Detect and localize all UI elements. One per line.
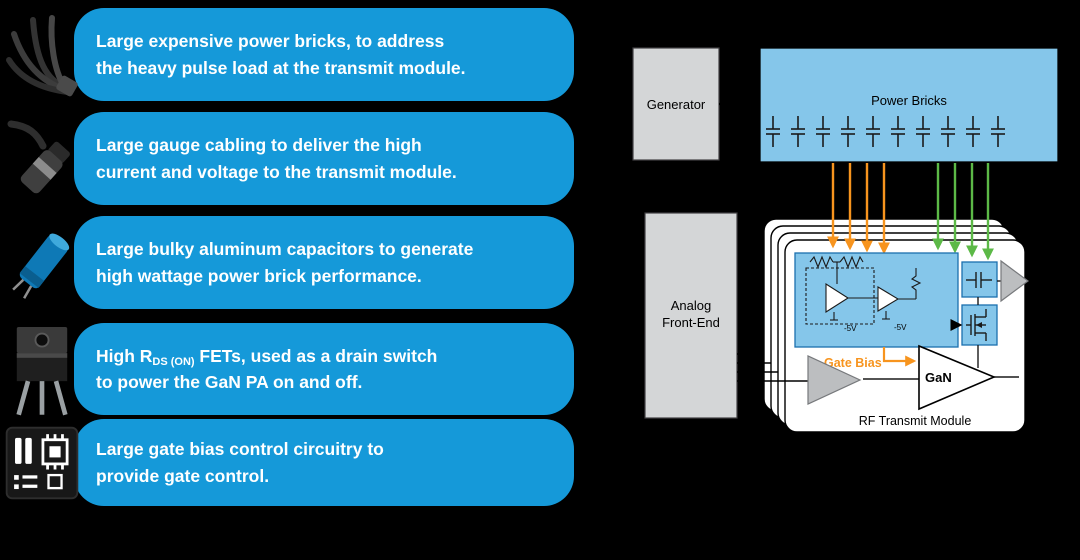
decoupling-cap-box (961, 261, 998, 298)
callout-text-line: the heavy pulse load at the transmit mod… (96, 57, 466, 78)
callout-bubble: Large expensive power bricks, to address… (74, 8, 574, 101)
callout-text-line: Large gate bias control circuitry to (96, 439, 384, 460)
generator-box: Generator (632, 47, 720, 161)
callout-text-line: provide gate control. (96, 465, 270, 486)
callout-text-line: Large bulky aluminum capacitors to gener… (96, 239, 474, 260)
power-bricks-label: Power Bricks (871, 93, 947, 108)
subscript-text: DS (ON) (152, 355, 195, 368)
callout-gate-bias: Large gate bias control circuitry to pro… (0, 419, 574, 506)
gate-bias-arrow (882, 347, 917, 367)
orange-supply-arrows (827, 163, 890, 255)
callout-text-line: current and voltage to the transmit modu… (96, 161, 457, 182)
power-bricks-box: Power Bricks (759, 47, 1059, 163)
callout-text-line: Large gauge cabling to deliver the high (96, 135, 422, 156)
generator-label: Generator (647, 97, 706, 112)
drain-switch-fet-box (950, 304, 998, 346)
gan-label: GaN (925, 370, 952, 385)
cable-icon (0, 116, 84, 202)
callout-bubble: Large bulky aluminum capacitors to gener… (74, 216, 574, 309)
output-amp-triangle (1000, 259, 1030, 303)
afe-label-line2: Front-End (662, 315, 720, 330)
callout-text-line: to power the GaN PA on and off. (96, 372, 363, 392)
callout-bubble: Large gate bias control circuitry to pro… (74, 419, 574, 506)
callout-capacitors: Large bulky aluminum capacitors to gener… (0, 216, 574, 309)
callout-bubble: Large gauge cabling to deliver the high … (74, 112, 574, 205)
capacitor-icon (0, 220, 84, 306)
callout-power-bricks: Large expensive power bricks, to address… (0, 8, 574, 101)
callout-text-line: Large expensive power bricks, to address (96, 31, 445, 52)
bias-circuit-schematic (805, 255, 922, 325)
circuit-board-icon (0, 422, 84, 504)
gan-pa: GaN (918, 344, 997, 411)
driver-amp-triangle (807, 355, 862, 405)
gate-bias-label: Gate Bias (824, 356, 882, 370)
callout-fets: High RDS (ON) FETs, used as a drain swit… (0, 317, 574, 421)
green-supply-arrows (932, 163, 994, 261)
transistor-icon (0, 317, 84, 421)
wire-bundle-icon (0, 12, 84, 98)
callout-text-line: high wattage power brick performance. (96, 265, 422, 286)
afe-signal-lines (737, 353, 808, 382)
callout-bubble: High RDS (ON) FETs, used as a drain swit… (74, 323, 574, 415)
system-diagram: Generator Power Bricks Analog Front-End (632, 47, 1059, 433)
gate-bias-circuit-box: -5V -5V (794, 252, 959, 348)
neg5v-label-1: -5V (844, 324, 857, 333)
callout-text-line: High RDS (ON) FETs, used as a drain swit… (96, 345, 438, 368)
analog-front-end-box: Analog Front-End (644, 212, 738, 419)
interconnect-lines (863, 280, 1019, 380)
gan-amp-triangle (918, 344, 997, 411)
neg5v-label-2: -5V (894, 323, 907, 332)
callout-cabling: Large gauge cabling to deliver the high … (0, 112, 574, 205)
afe-label-line1: Analog (671, 298, 711, 313)
rf-module-label: RF Transmit Module (859, 414, 972, 428)
